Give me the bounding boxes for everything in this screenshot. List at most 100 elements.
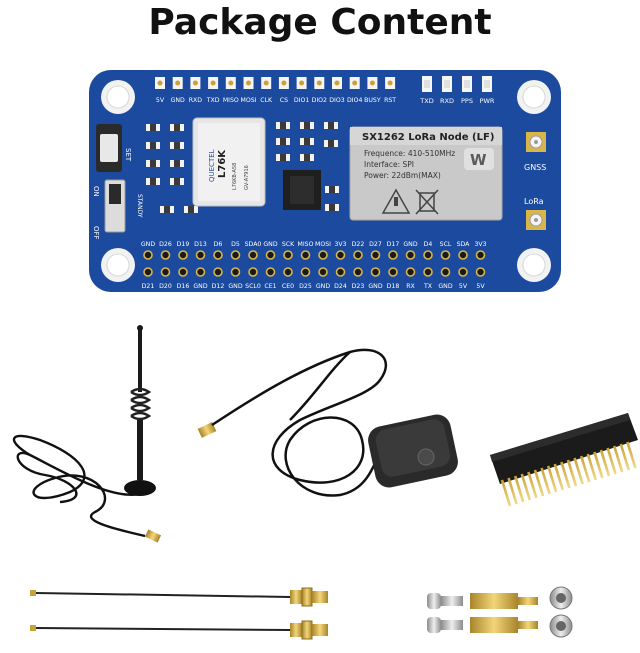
header-hole	[300, 250, 311, 260]
top-pin-label: MISO	[223, 97, 239, 104]
header-pin-label: SDA	[457, 241, 471, 248]
header-pin-label: D19	[177, 241, 190, 248]
screw-1	[427, 593, 463, 609]
svg-text:GNSS: GNSS	[524, 163, 546, 172]
stacking-header	[490, 413, 638, 507]
led-label: RXD	[440, 97, 454, 105]
header-pin	[566, 459, 578, 487]
header-pin-label: D22	[352, 241, 365, 248]
gnss-puck-antenna	[197, 348, 458, 497]
header-hole	[335, 267, 346, 277]
regulator-chip	[283, 170, 321, 210]
top-pin-label: GND	[171, 97, 185, 104]
svg-text:W: W	[470, 151, 487, 169]
svg-text:QUECTEL: QUECTEL	[208, 149, 216, 182]
header-holes	[143, 250, 486, 277]
header-hole	[388, 267, 398, 277]
screw-2	[427, 617, 463, 633]
header-pin	[599, 449, 611, 477]
header-pin	[612, 445, 624, 473]
top-pin-label: DIO3	[329, 97, 344, 104]
header-pin-label: RX	[406, 283, 415, 290]
header-pin	[560, 461, 571, 489]
header-pin-label: 3V3	[334, 241, 346, 248]
header-pin	[606, 447, 617, 475]
svg-text:L76KB-A58: L76KB-A58	[232, 163, 238, 190]
led-label: PPS	[461, 97, 473, 105]
header-hole	[265, 250, 276, 260]
header-pin-label: GND	[438, 283, 452, 290]
header-pin-label: D12	[212, 283, 225, 290]
header-pin	[593, 451, 604, 479]
header-hole	[213, 250, 223, 260]
header-pin-label: D6	[214, 241, 223, 248]
svg-text:OFF: OFF	[92, 226, 100, 240]
header-pin-label: D25	[299, 283, 312, 290]
header-pin	[513, 475, 525, 503]
header-hole	[230, 250, 241, 260]
power-slide-switch: ON STANDY OFF	[92, 179, 143, 240]
ipex-sma-cable-2	[30, 620, 328, 640]
led-label: PWR	[480, 97, 495, 105]
header-pin	[520, 473, 532, 501]
header-pin-label: SCL	[440, 241, 452, 248]
header-pin	[626, 441, 637, 469]
mounting-hardware	[427, 586, 573, 638]
header-hole	[300, 267, 311, 277]
svg-text:GV-A7916: GV-A7916	[244, 165, 250, 190]
header-hole	[440, 267, 451, 277]
header-hole	[335, 250, 346, 260]
top-pin-label: RST	[384, 97, 396, 104]
top-pin-label: DIO4	[347, 97, 362, 104]
header-hole	[458, 250, 468, 260]
header-pin-label: D4	[424, 241, 433, 248]
header-pin	[533, 469, 545, 497]
header-pin-label: D5	[231, 241, 240, 248]
header-pin	[619, 443, 631, 471]
header-hole	[248, 250, 258, 260]
header-hole	[143, 250, 153, 260]
header-pin-label: GND	[228, 283, 242, 290]
header-hole	[283, 267, 293, 277]
header-hole	[283, 250, 293, 260]
esd-warning-icon	[381, 188, 411, 214]
header-hole	[178, 250, 188, 260]
header-pin	[540, 467, 551, 495]
header-hole	[475, 267, 486, 277]
lora-module-sx1262: SX1262 LoRa Node (LF) Frequence: 410-510…	[349, 126, 503, 221]
header-pin	[586, 453, 598, 481]
header-pin-label: D21	[142, 283, 155, 290]
top-pin-label: BUSY	[364, 97, 381, 104]
header-pin-label: GND	[263, 241, 277, 248]
header-pin-label: D20	[159, 283, 172, 290]
header-pin-label: SDA0	[245, 241, 262, 248]
svg-text:L76K: L76K	[217, 149, 228, 178]
svg-text:SX1262 LoRa Node (LF): SX1262 LoRa Node (LF)	[362, 132, 494, 143]
header-pin-label: CE0	[282, 283, 294, 290]
ipex-sma-cable-1	[30, 587, 328, 607]
header-hole	[265, 267, 276, 277]
header-hole	[405, 267, 416, 277]
top-pin-label: MOSI	[241, 97, 257, 104]
svg-text:Power: 22dBm(MAX): Power: 22dBm(MAX)	[364, 171, 441, 180]
top-pin-label: 5V	[156, 97, 165, 104]
nut-1	[549, 586, 573, 610]
header-hole	[440, 250, 451, 260]
header-hole	[475, 250, 486, 260]
header-hole	[423, 250, 433, 260]
led-pads	[422, 76, 492, 92]
top-pin-label: CLK	[260, 97, 273, 104]
svg-text:SET: SET	[124, 148, 132, 162]
header-hole	[248, 267, 258, 277]
header-pin-label: GND	[141, 241, 155, 248]
lora-ipex-connector: LoRa	[524, 197, 546, 230]
header-pin	[527, 471, 538, 499]
gps-module-l76k: QUECTEL L76K L76KB-A58 GV-A7916	[192, 117, 266, 207]
top-pin-pads	[155, 77, 396, 89]
standoff-2	[470, 617, 538, 633]
